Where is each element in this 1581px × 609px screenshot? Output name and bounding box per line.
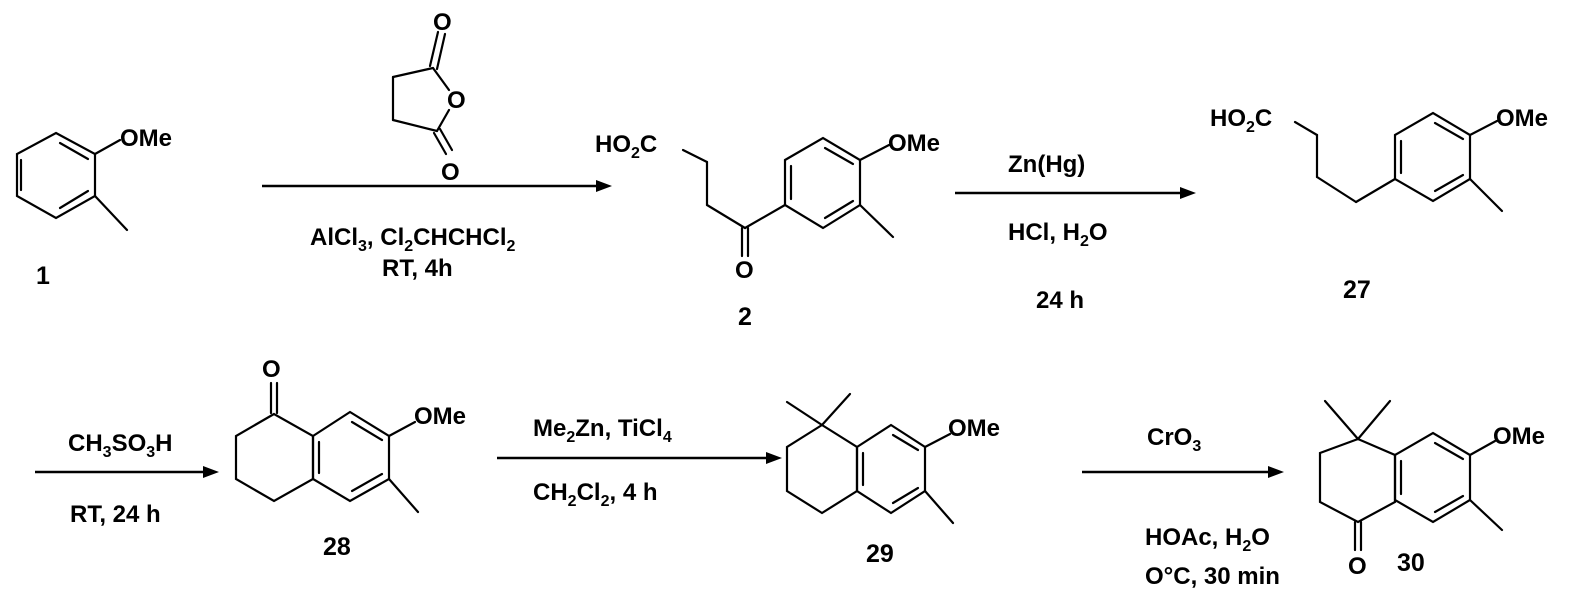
reagent-text: CH3SO3H	[68, 430, 173, 461]
compound-label-27: 27	[1343, 276, 1371, 304]
condition-text: RT, 4h	[382, 255, 453, 282]
condition-text: HOAc, H2O	[1145, 524, 1270, 555]
ome-label: OMe	[1496, 105, 1548, 132]
reaction-arrow-2: Zn(Hg) HCl, H2O 24 h	[955, 151, 1196, 314]
compound-28: O OMe 28	[234, 356, 466, 561]
reagent-text: Zn(Hg)	[1008, 151, 1085, 178]
reaction-arrow-1: AlCl3, Cl2CHCHCl2 RT, 4h	[262, 180, 612, 282]
compound-2: HO2C O OMe 2	[595, 130, 940, 331]
ome-label: OMe	[1493, 423, 1545, 450]
oxygen-label: O	[441, 159, 460, 186]
oxygen-label: O	[1348, 553, 1367, 580]
compound-30: O OMe 30	[1318, 399, 1545, 580]
compound-27: HO2C OMe 27	[1210, 105, 1548, 304]
ome-label: OMe	[888, 130, 940, 157]
compound-label-28: 28	[323, 533, 351, 561]
condition-text: 24 h	[1036, 287, 1084, 314]
reaction-arrow-4: Me2Zn, TiCl4 CH2Cl2, 4 h	[497, 415, 782, 510]
reagent-text: AlCl3, Cl2CHCHCl2	[310, 224, 515, 255]
oxygen-label: O	[262, 356, 281, 383]
carboxylic-acid-label: HO2C	[1210, 105, 1272, 136]
compound-label-30: 30	[1397, 549, 1425, 577]
reagent-text: HCl, H2O	[1008, 219, 1108, 250]
oxygen-label: O	[433, 9, 452, 36]
compound-label-2: 2	[738, 303, 752, 331]
reaction-arrow-3: CH3SO3H RT, 24 h	[35, 430, 219, 528]
ome-label: OMe	[414, 403, 466, 430]
oxygen-label: O	[735, 257, 754, 284]
ome-label: OMe	[120, 125, 172, 152]
carboxylic-acid-label: HO2C	[595, 131, 657, 162]
condition-text: RT, 24 h	[70, 501, 161, 528]
compound-label-1: 1	[36, 262, 50, 290]
compound-29: OMe 29	[785, 392, 1000, 568]
compound-1: OMe 1	[15, 125, 172, 290]
condition-text: O°C, 30 min	[1145, 563, 1280, 590]
oxygen-label: O	[447, 87, 466, 114]
reagent-text: Me2Zn, TiCl4	[533, 415, 672, 446]
reaction-arrow-5: CrO3 HOAc, H2O O°C, 30 min	[1082, 424, 1284, 590]
reagent-text: CrO3	[1147, 424, 1201, 455]
condition-text: CH2Cl2, 4 h	[533, 479, 658, 510]
compound-label-29: 29	[866, 540, 894, 568]
ome-label: OMe	[948, 415, 1000, 442]
succinic-anhydride: O O O	[391, 9, 466, 186]
